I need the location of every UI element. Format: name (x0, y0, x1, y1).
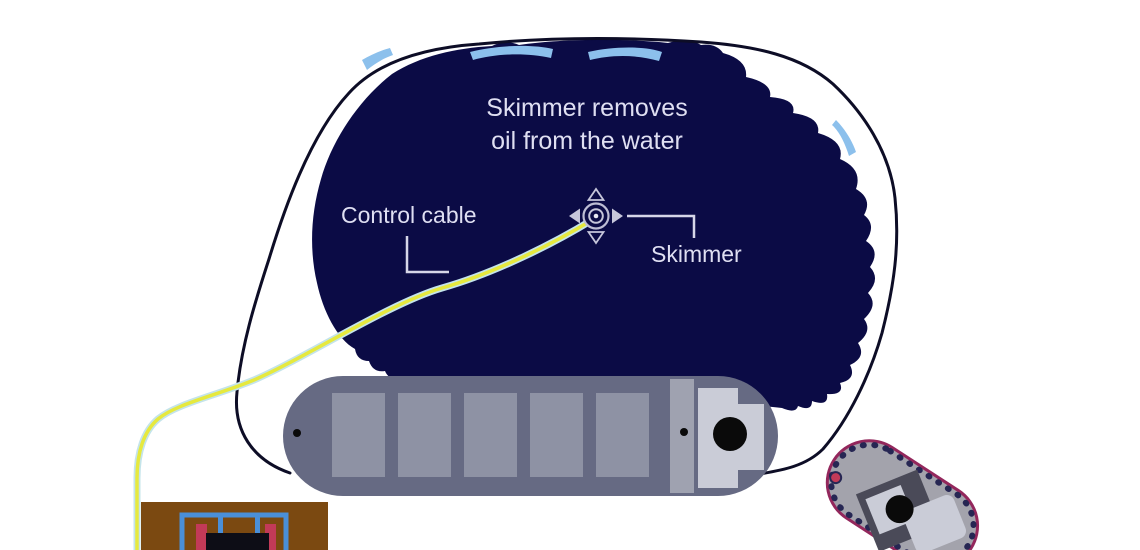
recovery-barge (283, 376, 778, 496)
barge-hatch (596, 393, 649, 477)
control-cable-line (135, 218, 594, 550)
barge-funnel (713, 417, 747, 451)
skimmer-pointer (627, 214, 696, 238)
skimmer-ring-inner (588, 208, 604, 224)
skimmer-center-dot (593, 213, 599, 219)
oil-sheen-highlight (470, 45, 553, 60)
oil-sheen-highlight (588, 47, 662, 61)
arrow-right-icon (612, 208, 623, 224)
deck-frame (179, 512, 289, 550)
oil-sheen-highlight (832, 120, 856, 156)
skimmer-icon (569, 187, 623, 245)
deck-machinery (206, 533, 269, 550)
barge-hatch (398, 393, 451, 477)
arrow-up-icon (586, 187, 606, 201)
work-barge-deck (141, 502, 328, 550)
barge-deck-strip (670, 379, 694, 493)
tugboat (825, 439, 980, 550)
arrow-left-icon (569, 208, 580, 224)
barge-hatch (332, 393, 385, 477)
tug-funnel (885, 495, 914, 524)
control-cable-pointer (405, 236, 449, 274)
arrow-down-icon (586, 231, 606, 245)
tug-deckhouse (903, 494, 966, 550)
control-cable-label: Control cable (341, 202, 477, 228)
deck-machinery-bar (196, 524, 207, 550)
deck-frame-divider (255, 515, 260, 539)
barge-hatch (464, 393, 517, 477)
skimmer-label: Skimmer (651, 241, 742, 267)
barge-mooring-dot (680, 428, 688, 436)
barge-hatch (530, 393, 583, 477)
deck-frame-divider (218, 515, 223, 539)
containment-boom-line (234, 37, 899, 476)
tug-fender-ring (828, 441, 977, 550)
diagram-title: Skimmer removes oil from the water (486, 94, 688, 155)
tug-bow-light (829, 471, 843, 485)
deck-machinery-bar (265, 524, 276, 550)
oil-sheen-highlight (362, 48, 393, 70)
barge-mooring-dot (293, 429, 301, 437)
